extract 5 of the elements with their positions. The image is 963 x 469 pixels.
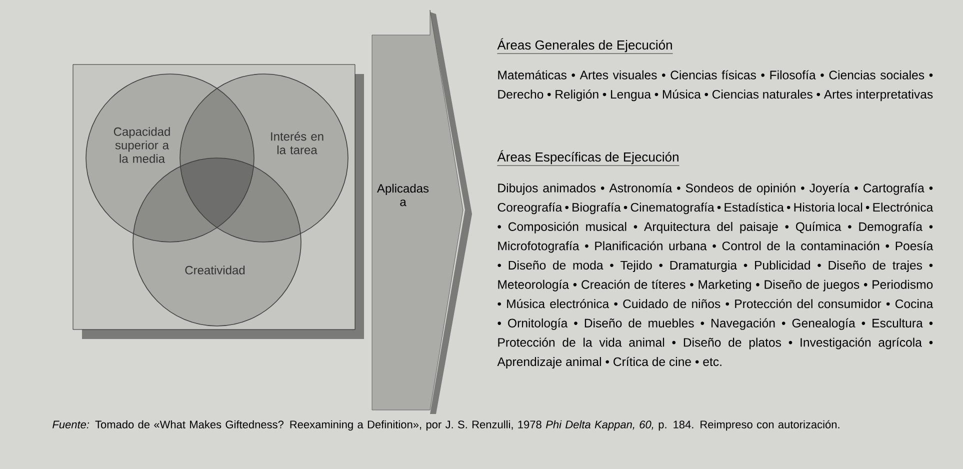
caption: Fuente: Tomado de «What Makes Giftedness? Reexamining a Definition», por J. S. Renzulli, 1978 Phi Delta Kappan, 60, p. 184. Reimpreso con autorización. <box>52 420 840 431</box>
section-heading: Áreas Generales de Ejecución <box>497 38 673 54</box>
section-heading: Áreas Específicas de Ejecución <box>497 150 680 166</box>
area-list: Matemáticas • Artes visuales • Ciencias físicas • Filosofía • Ciencias sociales • Derecho • Religión • Lengua • Música • Ciencias naturales • Artes interpretativas <box>498 70 933 102</box>
area-list: Dibujos animados • Astronomía • Sondeos de opinión • Joyería • Cartografía • Coreografía • Biografía • Cinematografía • Estadística • Historia local • Electrónica • Composición musical • Arquitectura del paisaje • Química • Demografía • Microfotografía • Planificación urbana • Control de la contaminación • Poesía • Diseño de moda • Tejido • Dramaturgia • Publicidad • Diseño de trajes • Meteorología • Creación de títeres • Marketing • Diseño de juegos • Periodismo • Música electrónica • Cuidado de niños • Protección del consumidor • Cocina • Ornitología • Diseño de muebles • Navegación • Genealogía • Escultura • Protección de la vida animal • Diseño de platos • Investigación agrícola • Aprendizaje animal • Crítica de cine • etc. <box>497 183 934 369</box>
